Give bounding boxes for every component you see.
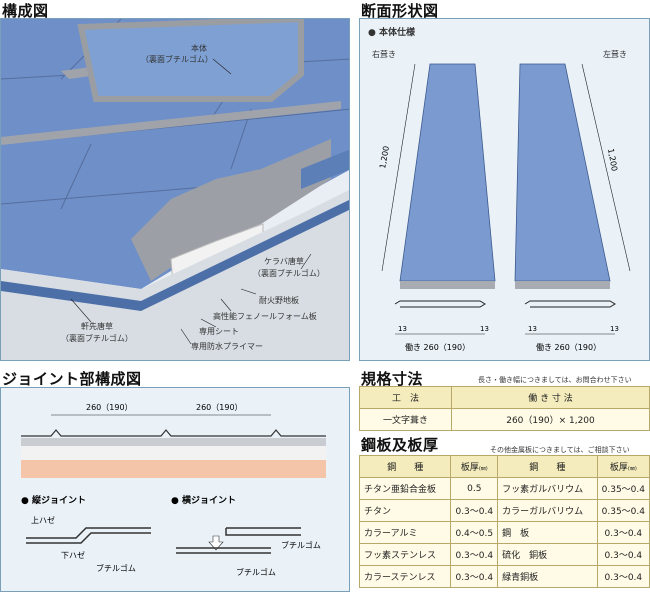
upper-seam-label: 上ハゼ: [31, 515, 55, 525]
label-kerabakarakusa: ケラバ唐草: [264, 257, 304, 266]
label-primer: 専用防水プライマー: [191, 342, 263, 351]
steel-title: 鋼板及板厚: [361, 436, 439, 454]
steel-cell: カラーガルバリウム: [497, 499, 598, 522]
label-phenol-board: 高性能フェノールフォーム板: [213, 312, 317, 321]
steel-cell: 0.3〜0.4: [450, 565, 499, 588]
steel-cell: カラーステンレス: [358, 565, 452, 588]
length-left: 1,200: [606, 148, 619, 172]
dim13-a: 13: [398, 325, 407, 333]
composition-panel: 本体 （裏面ブチルゴム） ケラバ唐草 （裏面ブチルゴム） 耐火野地板 高性能フェ…: [0, 18, 350, 361]
vertical-joint-label: ● 縦ジョイント: [21, 494, 86, 506]
cross-section-title: 断面形状図: [361, 2, 439, 20]
butyl-label-h1: ブチルゴム: [281, 540, 321, 550]
joint-dim-2: 260（190）: [196, 403, 243, 412]
label-body: 本体: [191, 44, 207, 53]
steel-cell: 0.3〜0.4: [596, 521, 650, 544]
steel-header-type: 鋼 種: [497, 455, 598, 478]
spec-header-method: 工 法: [359, 386, 452, 409]
steel-cell: 0.3〜0.4: [450, 499, 499, 522]
steel-cell: 硫化 銅板: [497, 543, 598, 566]
label-sheet: 専用シート: [199, 327, 239, 336]
spec-cell: 260（190）× 1,200: [451, 408, 650, 431]
butyl-label-h2: ブチルゴム: [236, 567, 276, 577]
dim13-d: 13: [610, 325, 619, 333]
steel-cell: フッ素ガルバリウム: [497, 477, 598, 500]
steel-cell: 鋼 板: [497, 521, 598, 544]
horizontal-joint-label: ● 横ジョイント: [171, 494, 236, 506]
dim13-c: 13: [528, 325, 537, 333]
composition-title: 構成図: [2, 2, 49, 20]
cross-section-panel: ● 本体仕様 右葺き 左葺き 1,200 1,200 13 13 13 13 働…: [359, 18, 650, 361]
butyl-label-v: ブチルゴム: [96, 563, 136, 573]
steel-cell: フッ素ステンレス: [358, 543, 452, 566]
label-body-sub: （裏面ブチルゴム）: [141, 55, 213, 64]
label-kerabakarakusa-sub: （裏面ブチルゴム）: [253, 269, 325, 278]
joint-diagram: 260（190） 260（190） ● 縦ジョイント ● 横ジョイント 上ハゼ …: [21, 403, 326, 577]
steel-cell: 0.3〜0.4: [450, 543, 499, 566]
table-row: フッ素ステンレス 0.3〜0.4 硫化 銅板 0.3〜0.4: [358, 543, 650, 566]
composition-diagram: [1, 19, 349, 360]
spec-cell: 一文字葺き: [359, 408, 452, 431]
right-label: 右葺き: [372, 50, 396, 59]
spec-header-dimension: 働 き 寸 法: [451, 386, 650, 409]
width-label-right: 働き 260（190）: [405, 342, 470, 352]
steel-cell: 0.35〜0.4: [596, 499, 650, 522]
lower-seam-label: 下ハゼ: [61, 550, 85, 560]
steel-header-type: 鋼 種: [358, 455, 452, 478]
cross-section-diagram: 1,200 1,200 13 13 13 13 働き 260（190） 働き 2…: [378, 63, 631, 352]
steel-cell: カラーアルミ: [358, 521, 452, 544]
label-nokisaki-sub: （裏面ブチルゴム）: [61, 334, 133, 343]
table-row: カラーアルミ 0.4〜0.5 鋼 板 0.3〜0.4: [358, 521, 650, 544]
steel-cell: 0.5: [450, 477, 499, 500]
table-row: チタン亜鉛合金板 0.5 フッ素ガルバリウム 0.35〜0.4: [358, 477, 650, 500]
table-row: チタン 0.3〜0.4 カラーガルバリウム 0.35〜0.4: [358, 499, 650, 522]
cross-section-bullet: ● 本体仕様: [368, 28, 415, 38]
label-nokisaki: 軒先唐草: [81, 322, 113, 331]
dim13-b: 13: [480, 325, 489, 333]
steel-table: 鋼 種 板厚(㎜) 鋼 種 板厚(㎜) チタン亜鉛合金板 0.5 フッ素ガルバリ…: [358, 455, 650, 588]
spec-title: 規格寸法: [361, 370, 424, 388]
label-fireproof-board: 耐火野地板: [259, 296, 299, 305]
length-right: 1,200: [378, 145, 391, 169]
steel-cell: 0.4〜0.5: [450, 521, 499, 544]
steel-cell: チタン: [358, 499, 452, 522]
width-label-left: 働き 260（190）: [536, 342, 601, 352]
joint-title: ジョイント部構成図: [2, 370, 142, 388]
joint-panel: 260（190） 260（190） ● 縦ジョイント ● 横ジョイント 上ハゼ …: [0, 387, 350, 592]
steel-cell: チタン亜鉛合金板: [358, 477, 452, 500]
steel-header-thickness: 板厚(㎜): [596, 455, 650, 478]
steel-note: その他金属板につきましては、ご相談下さい: [490, 446, 630, 454]
steel-cell: 0.3〜0.4: [596, 543, 650, 566]
left-label: 左葺き: [603, 50, 627, 59]
steel-cell: 0.3〜0.4: [596, 565, 650, 588]
steel-cell: 0.35〜0.4: [596, 477, 650, 500]
steel-cell: 緑青銅板: [497, 565, 598, 588]
spec-note: 長さ・働き幅につきましては、お問合わせ下さい: [478, 376, 632, 384]
steel-header-thickness: 板厚(㎜): [450, 455, 499, 478]
joint-dim-1: 260（190）: [86, 403, 133, 412]
table-row: カラーステンレス 0.3〜0.4 緑青銅板 0.3〜0.4: [358, 565, 650, 588]
